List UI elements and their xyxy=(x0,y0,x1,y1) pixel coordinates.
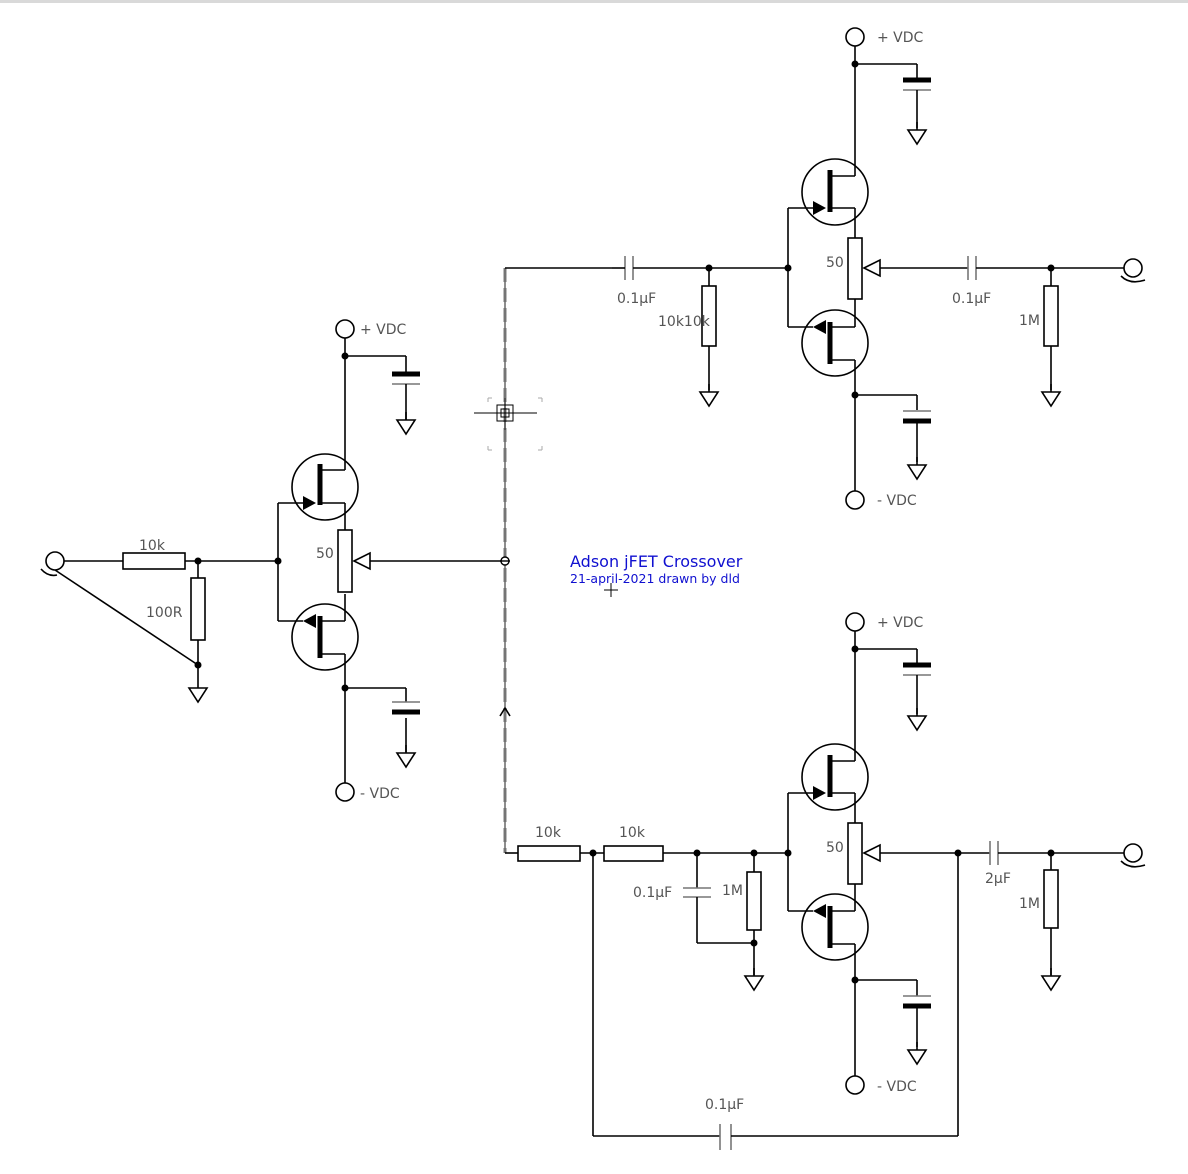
hp-input-capacitor[interactable] xyxy=(624,256,634,280)
ground-icon xyxy=(1041,967,1061,991)
hp-resistor-label: 10k10k xyxy=(658,314,711,330)
schematic-title: Adson jFET Crossover xyxy=(570,552,743,571)
vdc-pos-label: + VDC xyxy=(877,30,924,46)
vdc-pos-terminal[interactable] xyxy=(845,27,865,47)
schematic-subtitle: 21-april-2021 drawn by dld xyxy=(570,571,740,586)
vdc-neg-label: - VDC xyxy=(877,1079,917,1095)
wire-direction-arrow-icon xyxy=(499,706,511,717)
ground-icon xyxy=(188,679,208,703)
lp-resistor-1M-label: 1M xyxy=(722,883,743,899)
lp-output-connector[interactable] xyxy=(1120,843,1146,868)
feedback-capacitor[interactable] xyxy=(719,1124,732,1150)
lp-shunt-cap-label: 0.1µF xyxy=(633,885,672,901)
lp-jfet-upper[interactable] xyxy=(788,743,869,823)
lp-output-resistor-1M[interactable] xyxy=(1043,869,1059,929)
lp-pot-label: 50 xyxy=(826,840,844,856)
hp-output-resistor-1M[interactable] xyxy=(1043,285,1059,347)
cursor-cross-icon xyxy=(604,583,618,597)
ground-icon xyxy=(907,707,927,731)
vdc-neg-terminal[interactable] xyxy=(845,1075,865,1095)
vdc-pos-label: + VDC xyxy=(360,322,407,338)
ground-icon xyxy=(907,1041,927,1065)
lp-resistor-10k-a[interactable] xyxy=(517,845,581,862)
vdc-neg-terminal[interactable] xyxy=(845,490,865,510)
lp-shunt-capacitor[interactable] xyxy=(683,887,711,898)
input-pot-label: 50 xyxy=(316,546,334,562)
ground-icon xyxy=(396,411,416,435)
lp-out-cap-label: 2µF xyxy=(985,871,1011,887)
hp-jfet-upper[interactable] xyxy=(788,158,869,238)
feedback-cap-label: 0.1µF xyxy=(705,1097,744,1113)
hp-pot-label: 50 xyxy=(826,255,844,271)
ground-icon xyxy=(907,456,927,480)
lp-resistor-b-label: 10k xyxy=(619,825,646,841)
lp-resistor-1M[interactable] xyxy=(746,871,762,931)
vdc-pos-terminal[interactable] xyxy=(335,319,355,339)
input-potentiometer-50[interactable] xyxy=(337,529,353,593)
hp-output-capacitor[interactable] xyxy=(967,256,977,280)
crosshair-cursor-icon xyxy=(474,397,543,451)
lp-resistor-a-label: 10k xyxy=(535,825,562,841)
input-resistor-10k[interactable] xyxy=(122,552,186,570)
vdc-neg-label: - VDC xyxy=(360,786,400,802)
vdc-neg-label: - VDC xyxy=(877,493,917,509)
input-jfet-lower[interactable] xyxy=(278,594,359,688)
input-jfet-upper[interactable] xyxy=(278,453,359,530)
vdc-neg-terminal[interactable] xyxy=(335,782,355,802)
lp-potentiometer-50[interactable] xyxy=(847,822,863,885)
ground-icon xyxy=(396,744,416,768)
hp-jfet-lower[interactable] xyxy=(788,299,869,395)
ground-icon xyxy=(699,383,719,407)
ground-icon xyxy=(1041,383,1061,407)
hp-out-resistor-label: 1M xyxy=(1019,313,1040,329)
lp-jfet-lower[interactable] xyxy=(788,884,869,980)
ground-icon xyxy=(907,121,927,145)
hp-out-cap-label: 0.1µF xyxy=(952,291,991,307)
shunt-resistor-label: 100R xyxy=(146,605,183,621)
vdc-pos-terminal[interactable] xyxy=(845,612,865,632)
lp-output-capacitor[interactable] xyxy=(989,841,999,865)
ground-icon xyxy=(744,967,764,991)
vdc-pos-label: + VDC xyxy=(877,615,924,631)
top-edge-bar xyxy=(0,0,1188,3)
input-resistor-label: 10k xyxy=(139,538,166,554)
input-connector[interactable] xyxy=(40,551,65,577)
hp-potentiometer-50[interactable] xyxy=(847,237,863,300)
shunt-resistor-100R[interactable] xyxy=(190,577,206,641)
lp-resistor-10k-b[interactable] xyxy=(603,845,664,862)
lp-out-resistor-label: 1M xyxy=(1019,896,1040,912)
hp-output-connector[interactable] xyxy=(1120,258,1146,283)
hp-cap-label: 0.1µF xyxy=(617,291,656,307)
